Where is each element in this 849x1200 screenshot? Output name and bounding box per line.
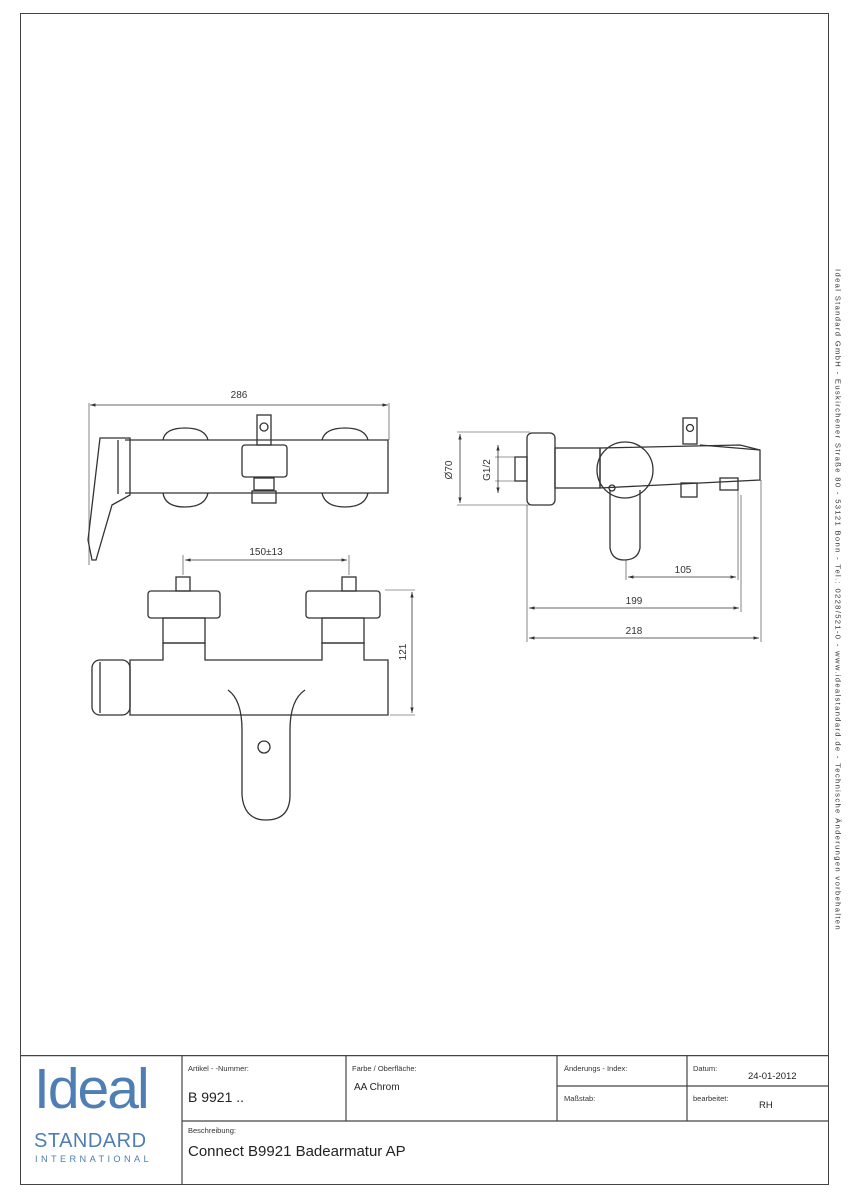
title-block: Ideal STANDARD INTERNATIONAL Artikel - -…: [20, 1055, 829, 1185]
dim-label-body: 199: [626, 596, 643, 607]
color-label: Farbe / Oberfläche:: [352, 1064, 417, 1073]
article-value: B 9921 ..: [188, 1089, 245, 1105]
dim-label-top-width: 286: [231, 390, 248, 401]
date-label: Datum:: [693, 1064, 718, 1073]
dim-label-centers: 150±13: [249, 547, 283, 558]
logo-standard: STANDARD: [34, 1130, 147, 1152]
article-label: Artikel - -Nummer:: [188, 1064, 249, 1073]
title-block-grid: [20, 1055, 829, 1185]
scale-label: Maßstab:: [564, 1094, 596, 1103]
color-value: AA Chrom: [354, 1082, 400, 1093]
side-view: [457, 417, 762, 642]
description-label: Beschreibung:: [188, 1126, 236, 1135]
change-index-label: Änderungs - Index:: [564, 1064, 628, 1073]
dim-label-thread: G1/2: [482, 459, 493, 481]
dim-label-total: 218: [626, 626, 643, 637]
front-view: [91, 555, 415, 821]
description-value: Connect B9921 Badearmatur AP: [188, 1143, 406, 1160]
drawing-sheet-frame: [20, 13, 829, 1185]
top-view: [87, 403, 390, 565]
logo-international: INTERNATIONAL: [35, 1154, 153, 1164]
dim-label-height: 121: [398, 643, 409, 660]
editor-value: RH: [759, 1100, 773, 1111]
logo-cell: Ideal STANDARD INTERNATIONAL: [20, 1055, 182, 1185]
dim-label-lever: 105: [675, 565, 692, 576]
editor-label: bearbeitet:: [693, 1094, 729, 1103]
date-value: 24-01-2012: [748, 1071, 797, 1082]
logo-ideal: Ideal: [34, 1057, 150, 1121]
dim-label-diameter: Ø70: [444, 460, 455, 479]
